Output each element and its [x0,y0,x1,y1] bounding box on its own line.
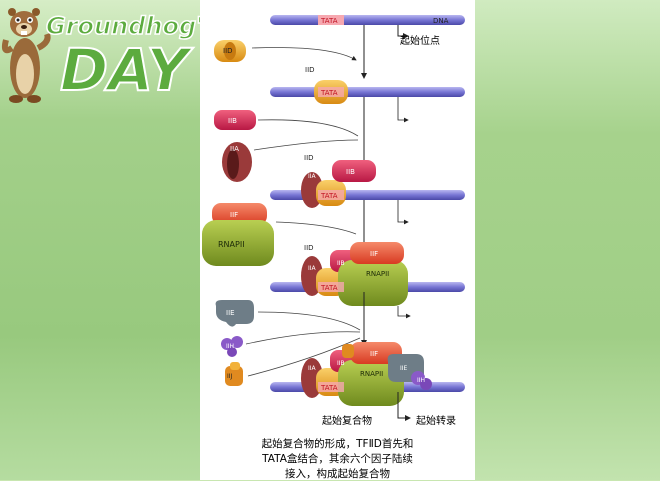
svg-text:IID: IID [304,244,314,252]
logo-title-line2: DAY [60,36,193,104]
tata-box [318,15,344,25]
svg-text:IIF: IIF [230,211,238,219]
dna-strand [270,190,465,200]
svg-text:IIA: IIA [308,173,317,180]
svg-text:IIH: IIH [226,343,234,350]
svg-text:IIB: IIB [337,360,345,367]
svg-text:IID: IID [305,66,315,74]
initiation-complex: IIF RNAPII IIB IIE IIH IIA TATA [301,342,432,406]
iie-factor: IIE [215,300,254,327]
iih-factor: IIH [221,336,243,357]
transcription-initiation-diagram: TATA DNA 起始位点 IID TATA IID IIB IIA IIB I [202,15,465,427]
svg-text:IIA: IIA [308,365,317,372]
iid-tata-complex: TATA IID [305,66,348,104]
caption-line-2: TATA盒结合，其余六个因子陆续 [262,453,413,465]
iib-factor: IIB [214,110,256,130]
caption-line-3: 接入，构成起始复合物 [285,468,390,480]
logo-title-line1: Groundhog's [46,12,200,40]
svg-text:RNAPII: RNAPII [218,240,245,249]
svg-text:IIF: IIF [370,250,378,258]
tata-label: TATA [320,17,338,25]
dna-label: DNA [433,17,449,25]
groundhog-mascot-icon [1,8,51,103]
right-background [475,0,660,480]
caption-line-1: 起始复合物的形成，TFⅡD首先和 [261,438,414,450]
svg-text:RNAPII: RNAPII [360,370,383,378]
dna-strand [270,87,465,97]
svg-text:RNAPII: RNAPII [366,270,389,278]
svg-text:IIF: IIF [370,350,378,358]
svg-text:TATA: TATA [320,192,338,200]
svg-text:IIA: IIA [230,145,239,153]
svg-text:IIE: IIE [226,309,235,317]
svg-text:TATA: TATA [320,384,338,392]
svg-text:IIJ: IIJ [227,373,233,380]
iid-factor: IID [214,40,246,62]
svg-text:IID: IID [304,154,314,162]
iid-iib-iia-complex: IIB IIA TATA IID [301,154,376,208]
iij-factor: IIJ [225,362,243,386]
start-transcription-label: 起始转录 [416,414,456,427]
svg-text:TATA: TATA [320,89,338,97]
svg-text:TATA: TATA [320,284,338,292]
initiation-complex-label: 起始复合物 [322,414,372,427]
start-site-arrow [397,25,409,39]
complex-with-rnapii: IIF RNAPII IIB IIA TATA IID [301,242,408,306]
iid-label: IID [223,47,233,55]
svg-text:IIA: IIA [308,265,317,272]
svg-text:IIB: IIB [228,117,237,125]
svg-text:IIE: IIE [400,365,408,372]
iia-factor: IIA [222,142,252,182]
start-site-label: 起始位点 [400,34,440,47]
svg-text:IIB: IIB [346,168,355,176]
svg-text:IIB: IIB [337,260,345,267]
iif-rnapii-factor: IIF RNAPII [202,203,274,266]
svg-text:IIH: IIH [417,377,425,384]
groundhogs-day-logo: Groundhog's DAY [1,8,200,105]
